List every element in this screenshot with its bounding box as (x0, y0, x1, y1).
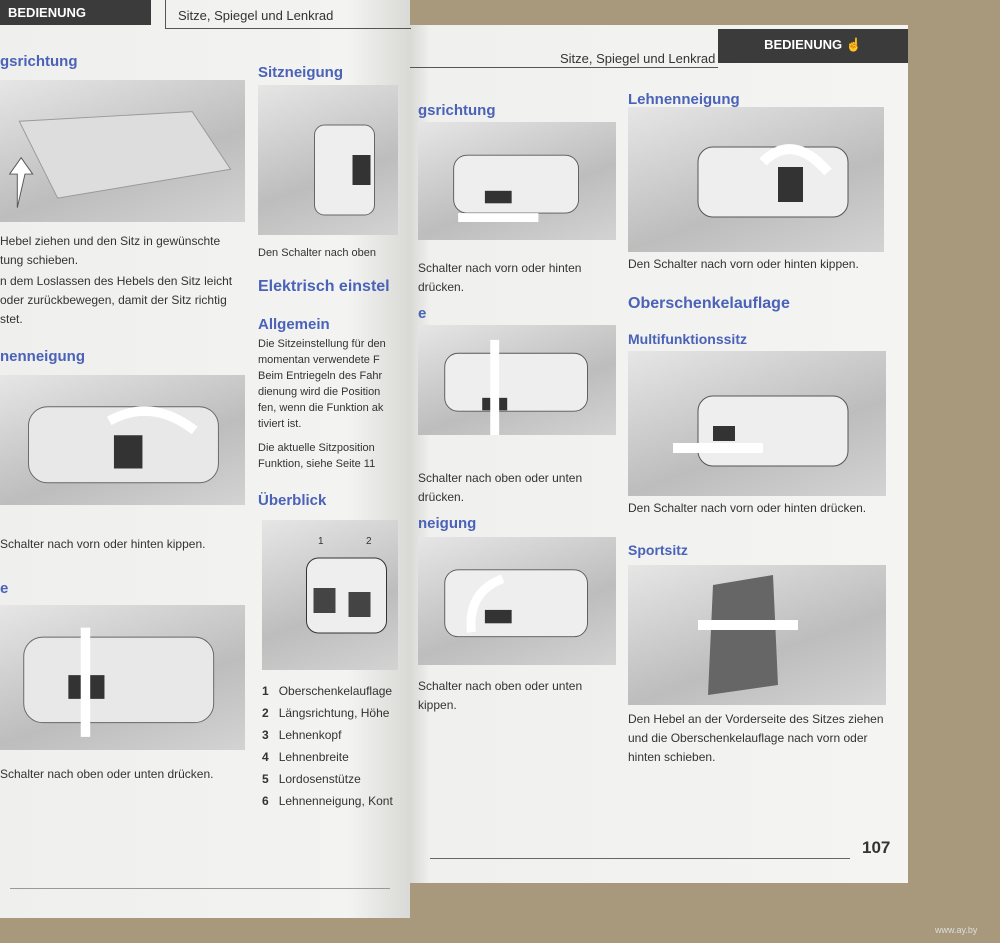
switch-image (0, 375, 245, 505)
switch-image (0, 605, 245, 750)
section-tab: BEDIENUNG (0, 0, 151, 25)
caption: Schalter nach oben oder unten drücken. (0, 767, 214, 781)
seat-tilt-image (258, 85, 398, 235)
page-number: 107 (862, 838, 891, 857)
header-rule (410, 67, 718, 68)
heading: Überblick (258, 492, 327, 509)
caption: Den Schalter nach vorn oder hinten drück… (628, 501, 867, 515)
left-page: BEDIENUNG Sitze, Spiegel und Lenkrad gsr… (0, 0, 411, 918)
heading: e (0, 580, 9, 597)
caption: Schalter nach vorn oder hinten kippen. (0, 537, 206, 551)
heading: Lehnenneigung (628, 91, 740, 108)
heading: Multifunktionssitz (628, 331, 747, 347)
body-text: n dem Loslassen des Hebels den Sitz leic… (0, 274, 233, 326)
switch-image (628, 351, 886, 496)
caption: Schalter nach oben oder unten drücken. (418, 471, 583, 504)
footer-rule (10, 888, 390, 889)
heading: Elektrisch einstel (258, 278, 390, 295)
caption: Schalter nach oben oder unten kippen. (418, 679, 583, 712)
switch-image (628, 107, 884, 252)
header-title: Sitze, Spiegel und Lenkrad (178, 8, 334, 23)
watermark: www.ay.by (935, 925, 978, 935)
heading: nenneigung (0, 348, 85, 365)
heading: Sportsitz (628, 542, 688, 558)
heading: Oberschenkelauflage (628, 295, 790, 312)
seat-image (0, 80, 245, 222)
caption: Den Schalter nach oben (258, 247, 377, 259)
callout-1: 1 (318, 536, 324, 547)
caption: Schalter nach vorn oder hinten drücken. (418, 261, 582, 294)
heading: gsrichtung (0, 53, 78, 70)
switch-image (418, 325, 616, 435)
footer-rule (430, 858, 850, 859)
heading: Sitzneigung (258, 64, 343, 81)
sport-seat-image (628, 565, 886, 705)
heading: Allgemein (258, 316, 330, 333)
switch-image (418, 122, 616, 240)
heading: gsrichtung (418, 102, 496, 119)
callout-2: 2 (366, 536, 372, 547)
section-tab: BEDIENUNG ☝ (718, 29, 908, 63)
header-box: Sitze, Spiegel und Lenkrad (165, 0, 411, 29)
header-title: Sitze, Spiegel und Lenkrad (560, 51, 716, 66)
right-page: Sitze, Spiegel und Lenkrad BEDIENUNG ☝ g… (410, 25, 908, 883)
heading: neigung (418, 515, 477, 532)
heading: e (418, 305, 427, 322)
caption: Den Schalter nach vorn oder hinten kippe… (628, 257, 859, 271)
switch-image (418, 537, 616, 665)
caption: Den Hebel an der Vorderseite des Sitzes … (628, 712, 884, 764)
